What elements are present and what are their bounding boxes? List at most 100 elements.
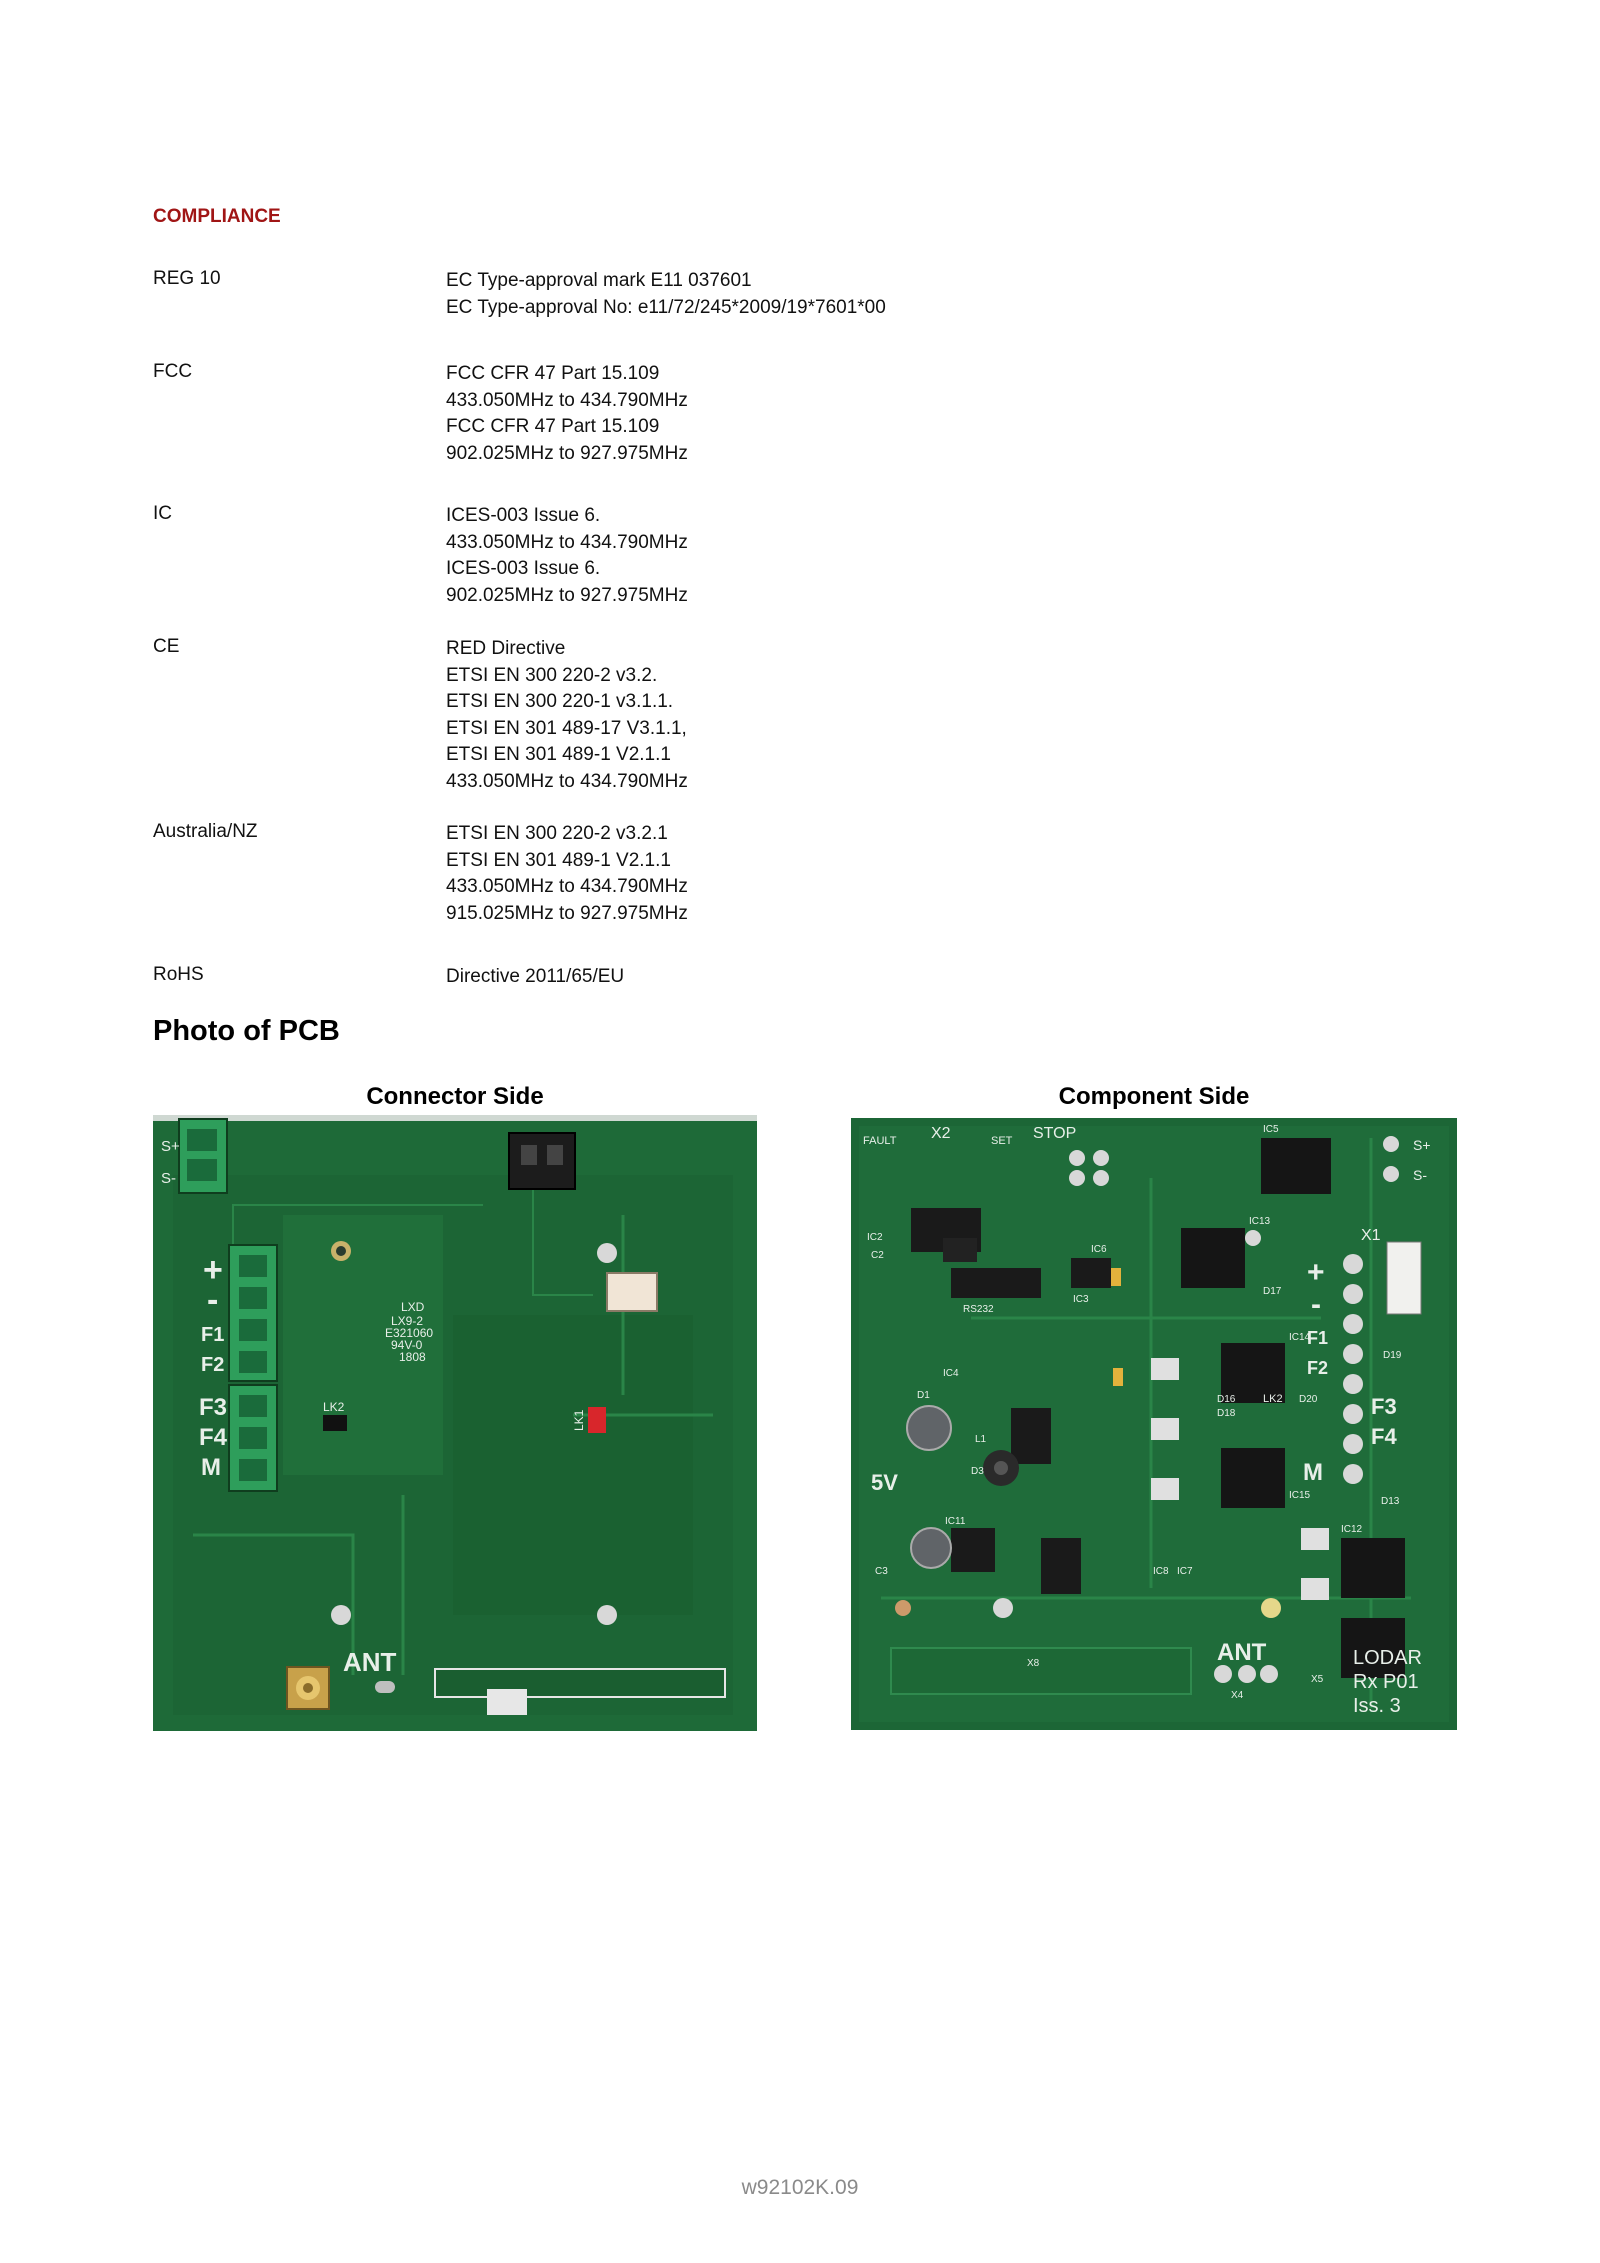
- rohs-values: Directive 2011/65/EU: [446, 964, 624, 991]
- ic-line: 902.025MHz to 927.975MHz: [446, 584, 688, 606]
- component-mark-c3: C3: [875, 1566, 888, 1577]
- connector-mark-m: M: [201, 1454, 221, 1481]
- component-mark-ic13: IC13: [1249, 1216, 1271, 1227]
- ce-line: ETSI EN 301 489-17 V3.1.1,: [446, 717, 687, 739]
- pcb-component-side-image: FAULT X2 SET STOP S+ S- X1 IC2 IC3 IC4 I…: [851, 1118, 1457, 1730]
- ce-line: ETSI EN 300 220-1 v3.1.1.: [446, 691, 674, 712]
- connector-mark-f4: F4: [199, 1424, 228, 1451]
- reg10-line: EC Type-approval mark E11 037601: [446, 270, 752, 291]
- component-mark-x4: X4: [1231, 1690, 1244, 1701]
- component-mark-ic2: IC2: [867, 1232, 883, 1243]
- component-mark-ic4: IC4: [943, 1368, 959, 1379]
- connector-mark-ant: ANT: [343, 1647, 397, 1677]
- component-mark-ant: ANT: [1217, 1639, 1267, 1666]
- component-mark-5v: 5V: [871, 1470, 898, 1495]
- component-mark-ic15: IC15: [1289, 1490, 1311, 1501]
- component-mark-c2: C2: [871, 1250, 884, 1261]
- component-mark-ic5: IC5: [1263, 1124, 1279, 1135]
- connector-mark-lx9: LX9-2: [391, 1314, 423, 1328]
- connector-mark-94v0: 94V-0: [391, 1338, 423, 1352]
- ic-values: ICES-003 Issue 6. 433.050MHz to 434.790M…: [446, 503, 688, 609]
- component-mark-d18: D18: [1217, 1408, 1236, 1419]
- ce-line: ETSI EN 301 489-1 V2.1.1: [446, 744, 671, 765]
- component-mark-d17: D17: [1263, 1286, 1282, 1297]
- component-mark-ic7: IC7: [1177, 1566, 1193, 1577]
- component-side-caption: Component Side: [1058, 1083, 1250, 1110]
- component-mark-x2: X2: [931, 1125, 951, 1142]
- ce-line: RED Directive: [446, 638, 566, 659]
- component-mark-x1: X1: [1361, 1227, 1381, 1244]
- component-mark-ic3: IC3: [1073, 1294, 1089, 1305]
- component-mark-d16: D16: [1217, 1394, 1236, 1405]
- fcc-line: FCC CFR 47 Part 15.109: [446, 416, 660, 437]
- component-mark-f2: F2: [1307, 1358, 1328, 1378]
- connector-mark-lk2: LK2: [323, 1400, 345, 1414]
- component-mark-d13: D13: [1381, 1496, 1400, 1507]
- compliance-title: COMPLIANCE: [153, 206, 281, 227]
- aus-nz-line: ETSI EN 300 220-2 v3.2.1: [446, 823, 668, 844]
- photo-heading: Photo of PCB: [153, 1015, 340, 1047]
- footer-doc-id: w92102K.09: [741, 2176, 859, 2199]
- ce-values: RED Directive ETSI EN 300 220-2 v3.2. ET…: [446, 636, 688, 795]
- ce-label: CE: [153, 636, 180, 657]
- ce-line: 433.050MHz to 434.790MHz: [446, 770, 688, 792]
- component-mark-plus: +: [1307, 1256, 1325, 1289]
- component-mark-ic6: IC6: [1091, 1244, 1107, 1255]
- reg10-label: REG 10: [153, 268, 221, 289]
- fcc-values: FCC CFR 47 Part 15.109 433.050MHz to 434…: [446, 361, 688, 467]
- component-mark-rs232: RS232: [963, 1304, 994, 1315]
- component-mark-d3: D3: [971, 1466, 984, 1477]
- component-mark-lk2: LK2: [1263, 1393, 1283, 1405]
- fcc-line: 433.050MHz to 434.790MHz: [446, 389, 688, 411]
- connector-mark-s-plus: S+: [161, 1138, 180, 1155]
- component-mark-ic11: IC11: [945, 1516, 966, 1527]
- ic-line: ICES-003 Issue 6.: [446, 505, 601, 526]
- reg10-line: EC Type-approval No: e11/72/245*2009/19*…: [446, 296, 886, 318]
- component-mark-lodar: LODAR: [1353, 1647, 1422, 1669]
- ce-line: ETSI EN 300 220-2 v3.2.: [446, 664, 658, 686]
- component-mark-l1: L1: [975, 1434, 987, 1445]
- component-mark-x8: X8: [1027, 1658, 1040, 1669]
- component-mark-d20: D20: [1299, 1394, 1318, 1405]
- connector-mark-lxd: LXD: [401, 1300, 425, 1314]
- aus-nz-line: ETSI EN 301 489-1 V2.1.1: [446, 849, 671, 871]
- component-mark-ic8: IC8: [1153, 1566, 1169, 1577]
- connector-mark-minus: -: [207, 1281, 218, 1319]
- connector-mark-lk1: LK1: [572, 1409, 586, 1431]
- component-mark-f3: F3: [1371, 1394, 1397, 1419]
- fcc-line: FCC CFR 47 Part 15.109: [446, 363, 660, 384]
- component-mark-s-minus: S-: [1413, 1167, 1427, 1183]
- pcb-connector-side-image: S+ S- + - F1 F2 F3 F4 M LK2 LK1 ANT LXD …: [153, 1115, 757, 1731]
- connector-mark-f3: F3: [199, 1394, 227, 1421]
- component-mark-x5: X5: [1311, 1674, 1324, 1685]
- component-mark-set: SET: [991, 1135, 1013, 1147]
- component-mark-f1: F1: [1307, 1328, 1328, 1348]
- reg10-values: EC Type-approval mark E11 037601 EC Type…: [446, 268, 886, 321]
- connector-mark-f1: F1: [201, 1324, 224, 1346]
- rohs-line: Directive 2011/65/EU: [446, 966, 625, 987]
- connector-mark-f2: F2: [201, 1354, 224, 1376]
- fcc-line: 902.025MHz to 927.975MHz: [446, 442, 688, 464]
- aus-nz-line: 915.025MHz to 927.975MHz: [446, 902, 688, 924]
- component-mark-d1: D1: [917, 1390, 930, 1401]
- fcc-label: FCC: [153, 361, 193, 382]
- connector-side-caption: Connector Side: [366, 1083, 544, 1110]
- component-mark-stop: STOP: [1033, 1125, 1076, 1142]
- component-mark-fault: FAULT: [863, 1135, 897, 1147]
- aus-nz-values: ETSI EN 300 220-2 v3.2.1 ETSI EN 301 489…: [446, 821, 688, 927]
- ic-line: ICES-003 Issue 6.: [446, 558, 601, 579]
- component-mark-minus: -: [1311, 1288, 1321, 1321]
- component-mark-d19: D19: [1383, 1350, 1402, 1361]
- connector-mark-e321060: E321060: [385, 1326, 433, 1340]
- component-mark-ic12: IC12: [1341, 1524, 1363, 1535]
- component-mark-f4: F4: [1371, 1424, 1397, 1449]
- connector-mark-date: 1808: [399, 1350, 426, 1364]
- component-mark-ic14: IC14: [1289, 1332, 1311, 1343]
- aus-nz-line: 433.050MHz to 434.790MHz: [446, 876, 688, 897]
- ic-line: 433.050MHz to 434.790MHz: [446, 531, 688, 553]
- connector-mark-s-minus: S-: [161, 1170, 176, 1187]
- component-mark-s-plus: S+: [1413, 1137, 1431, 1153]
- connector-mark-plus: +: [203, 1251, 223, 1289]
- component-mark-m: M: [1303, 1459, 1323, 1486]
- rohs-label: RoHS: [153, 964, 204, 985]
